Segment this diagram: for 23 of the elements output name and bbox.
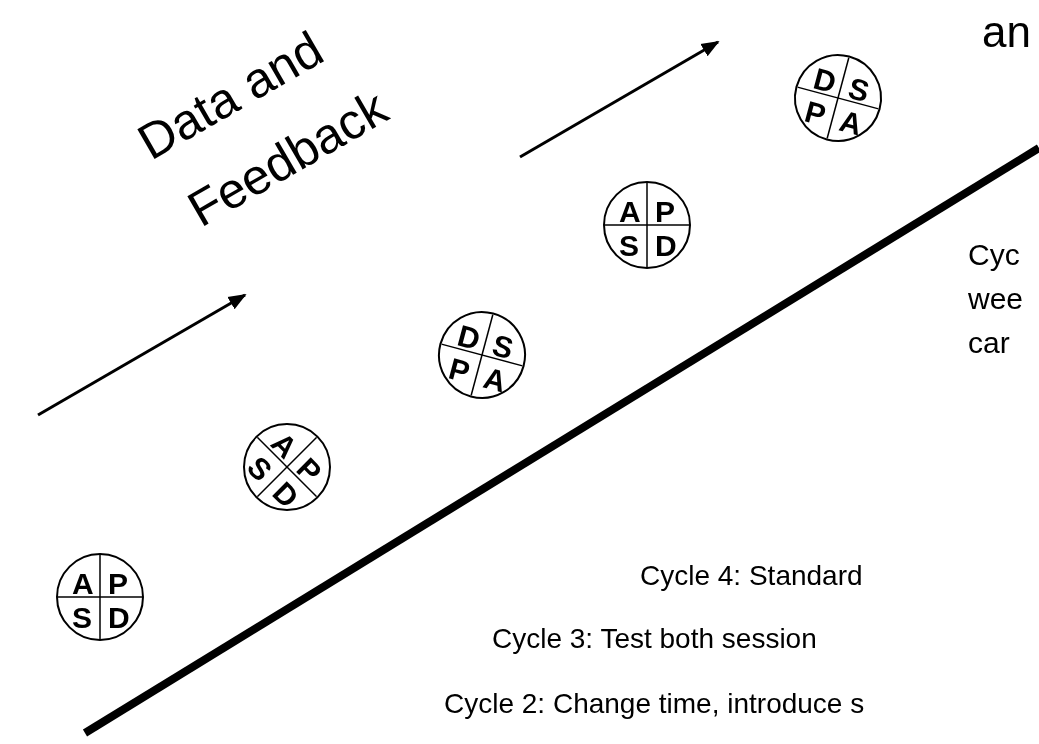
cut-off-text: Cyc xyxy=(968,240,1020,270)
quadrant-letter: D xyxy=(810,63,840,99)
quadrant-letter: S xyxy=(489,330,517,365)
quadrant-letter: D xyxy=(108,603,130,633)
cut-off-text: wee xyxy=(968,284,1024,314)
quadrant-letter: A xyxy=(619,197,641,227)
quadrant-letter: P xyxy=(801,96,829,131)
quadrant-letter: A xyxy=(836,105,866,141)
quadrant-letter: S xyxy=(72,603,92,633)
quadrant-letter: P xyxy=(655,197,675,227)
quadrant-letter: S xyxy=(619,231,639,261)
cycle-label: Cycle 4: Standard xyxy=(640,562,863,590)
quadrant-letter: S xyxy=(845,73,873,108)
quadrant-letter: P xyxy=(108,569,128,599)
quadrant-letter: A xyxy=(72,569,94,599)
cut-off-text: an xyxy=(982,10,1031,54)
cycle-label: Cycle 2: Change time, introduce s xyxy=(444,690,865,718)
quadrant-letter: P xyxy=(445,353,473,388)
quadrant-letter: D xyxy=(454,320,484,356)
cut-off-text: car xyxy=(968,328,1010,358)
cycle-label: Cycle 3: Test both session xyxy=(492,625,817,653)
quadrant-letter: D xyxy=(655,231,677,261)
quadrant-letter: A xyxy=(480,362,510,398)
